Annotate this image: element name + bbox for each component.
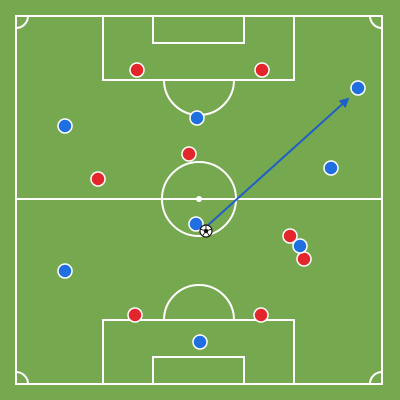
center-spot [196, 196, 202, 202]
player-token-red-3[interactable] [181, 146, 197, 162]
player-token-red-1[interactable] [129, 62, 145, 78]
player-token-red-7[interactable] [127, 307, 143, 323]
top-goal-area [152, 15, 245, 44]
player-token-blue-8[interactable] [192, 334, 208, 350]
corner-arc-top-left [15, 15, 29, 29]
player-token-blue-2[interactable] [57, 118, 73, 134]
player-token-blue-5[interactable] [188, 216, 204, 232]
player-token-red-8[interactable] [253, 307, 269, 323]
player-token-blue-6[interactable] [292, 238, 308, 254]
pass-arrow-icon [205, 97, 350, 228]
player-token-red-4[interactable] [90, 171, 106, 187]
pitch-markings [15, 15, 383, 385]
player-token-blue-1[interactable] [350, 80, 366, 96]
corner-arc-bottom-right [369, 371, 383, 385]
player-token-red-5[interactable] [282, 228, 298, 244]
corner-arc-top-right [369, 15, 383, 29]
corner-arc-bottom-left [15, 371, 29, 385]
players-layer [57, 62, 366, 350]
player-token-blue-4[interactable] [323, 160, 339, 176]
soccer-ball-icon[interactable] [199, 224, 213, 238]
player-token-blue-3[interactable] [189, 110, 205, 126]
player-token-blue-7[interactable] [57, 263, 73, 279]
bottom-goal-area [152, 356, 245, 385]
player-token-red-2[interactable] [254, 62, 270, 78]
bottom-penalty-arc [163, 284, 235, 321]
player-token-red-6[interactable] [296, 251, 312, 267]
